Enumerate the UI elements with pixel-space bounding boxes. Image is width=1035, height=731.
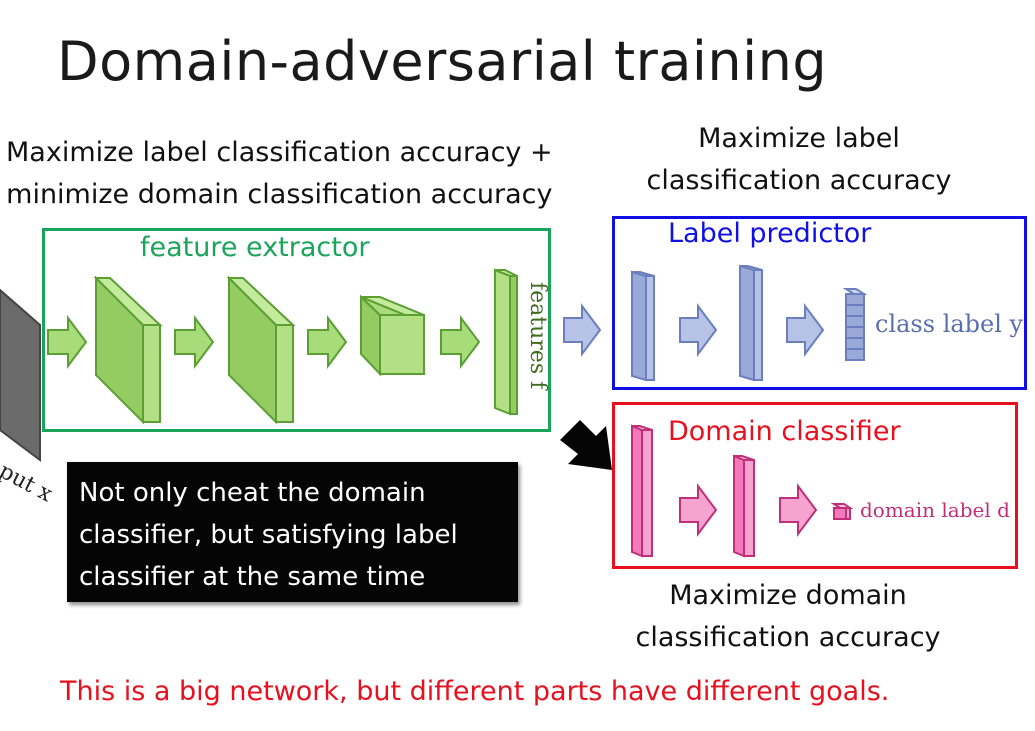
label-arrow-1 — [564, 306, 600, 354]
domain-label: domain label d — [860, 498, 1010, 522]
note-box: Not only cheat the domain classifier, bu… — [67, 462, 518, 602]
input-image — [0, 282, 40, 460]
features-label: features f — [524, 282, 552, 402]
feature-extractor-label: feature extractor — [140, 232, 369, 263]
note-line1: Not only cheat the domain — [79, 472, 506, 514]
note-line3: classifier at the same time — [79, 556, 506, 598]
label-predictor-label: Label predictor — [668, 218, 871, 249]
note-line2: classifier, but satisfying label — [79, 514, 506, 556]
black-arrow-icon — [560, 420, 612, 470]
class-label: class label y — [875, 310, 1023, 338]
domain-classifier-label: Domain classifier — [668, 416, 901, 447]
features-text: features f — [525, 282, 550, 389]
footer-note: This is a big network, but different par… — [60, 676, 889, 707]
